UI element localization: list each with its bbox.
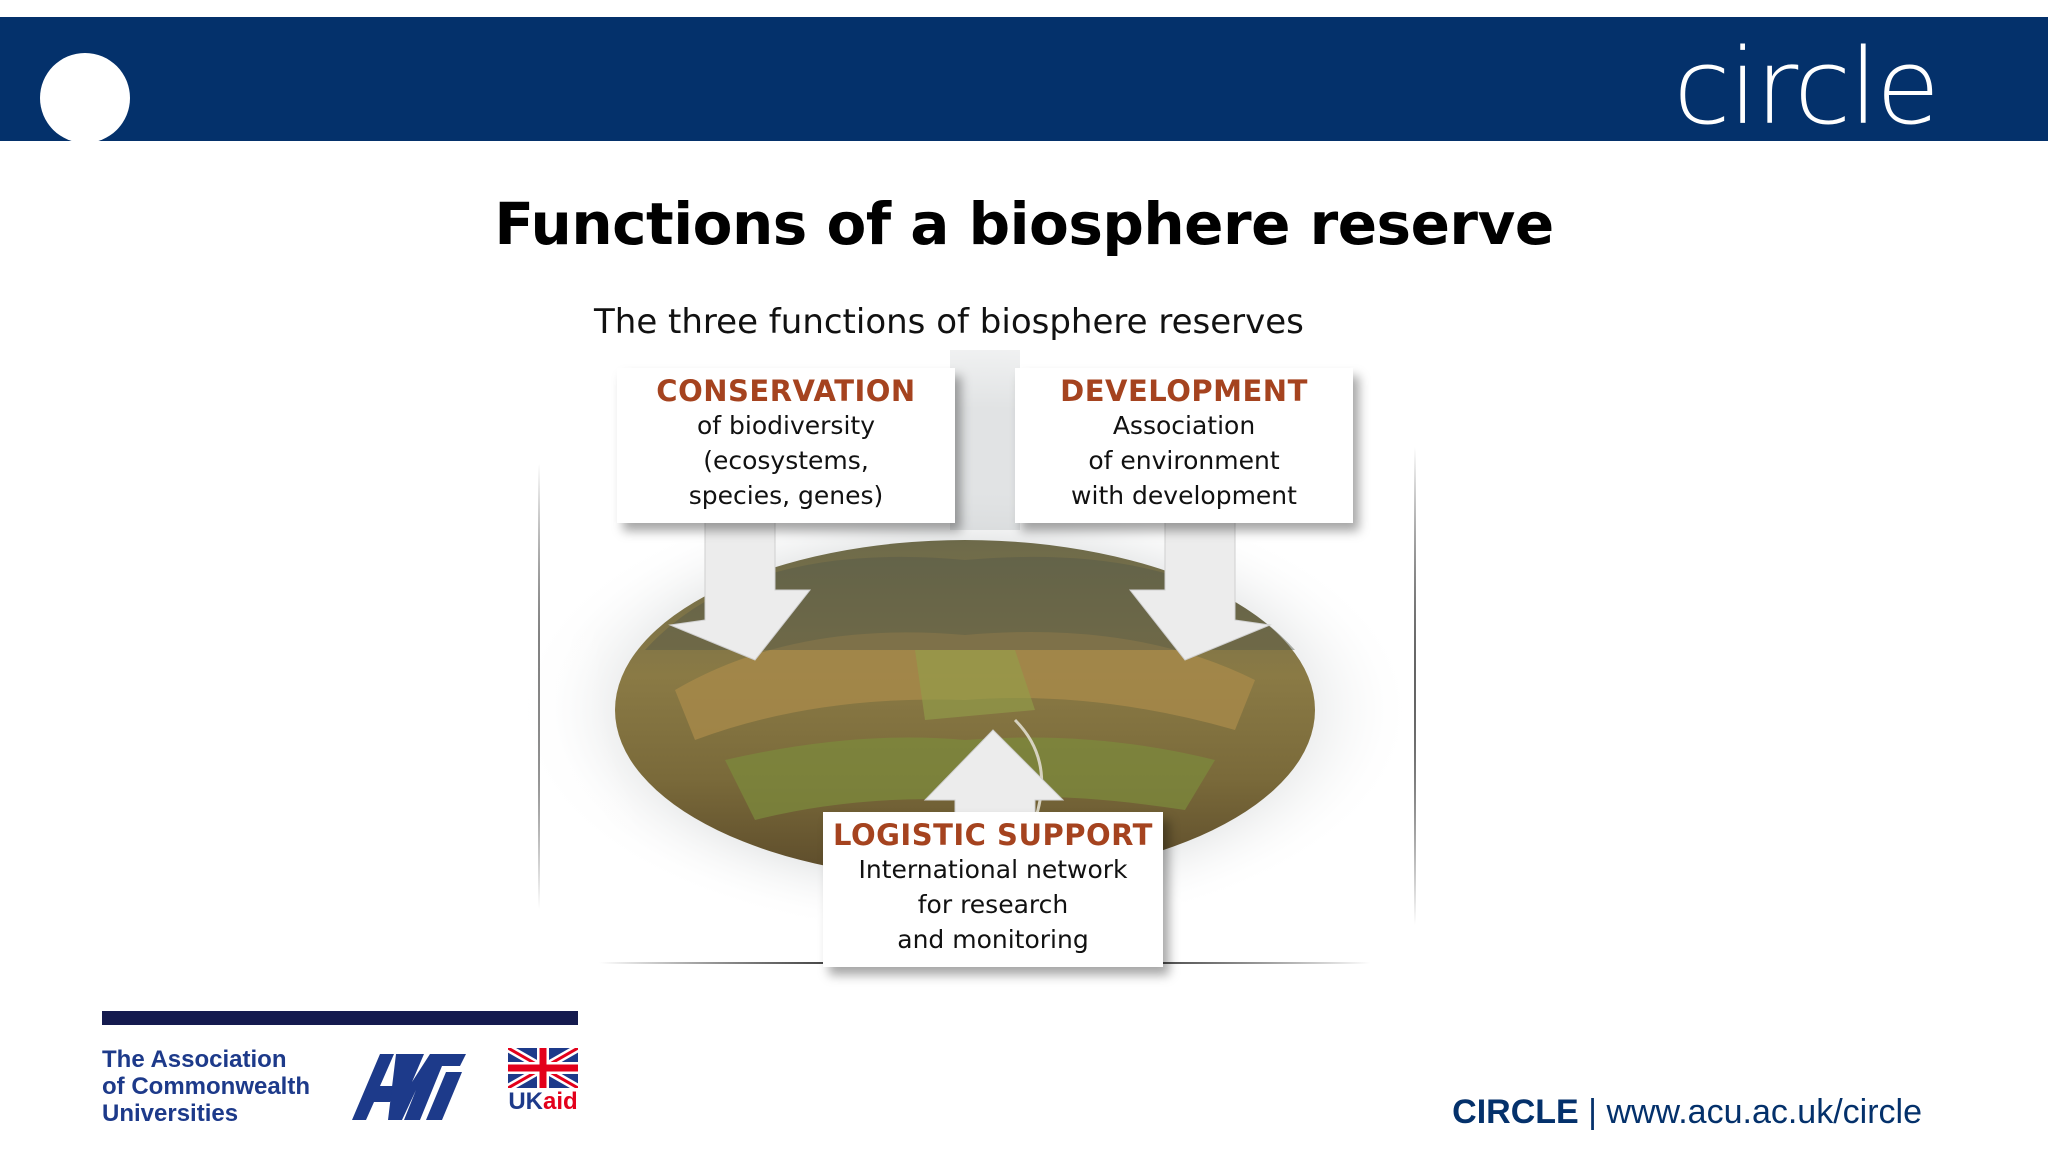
acu-logo-icon bbox=[352, 1054, 466, 1120]
ukaid-label: UKaid bbox=[508, 1090, 578, 1114]
development-title: DEVELOPMENT bbox=[1060, 374, 1308, 408]
footer-brand: CIRCLE bbox=[1452, 1093, 1579, 1131]
diagram-heading: The three functions of biosphere reserve… bbox=[590, 302, 1308, 342]
footer-url: CIRCLE | www.acu.ac.uk/circle bbox=[1452, 1093, 1922, 1132]
development-line: with development bbox=[1071, 481, 1297, 510]
header-circle-icon bbox=[40, 53, 130, 143]
conservation-box: CONSERVATION of biodiversity (ecosystems… bbox=[617, 368, 955, 523]
logistic-support-line: for research bbox=[917, 890, 1069, 919]
union-flag-icon bbox=[506, 1044, 580, 1092]
circle-logo: circle bbox=[1673, 26, 1940, 148]
biosphere-diagram: The three functions of biosphere reserve… bbox=[495, 290, 1475, 1010]
conservation-line: (ecosystems, bbox=[703, 446, 869, 475]
acu-name: The Association of Commonwealth Universi… bbox=[102, 1046, 310, 1127]
logistic-support-box: LOGISTIC SUPPORT International network f… bbox=[823, 812, 1163, 967]
conservation-line: species, genes) bbox=[688, 481, 884, 510]
footer-separator: | bbox=[1578, 1093, 1607, 1131]
acu-name-line: The Association bbox=[102, 1046, 287, 1073]
footer-link[interactable]: www.acu.ac.uk/circle bbox=[1606, 1093, 1922, 1131]
logistic-support-line: and monitoring bbox=[897, 925, 1089, 954]
slide-title: Functions of a biosphere reserve bbox=[494, 190, 1554, 258]
logistic-support-line: International network bbox=[858, 855, 1128, 884]
development-line: Association bbox=[1112, 411, 1256, 440]
acu-name-line: Universities bbox=[102, 1100, 239, 1127]
ukaid-logo: UKaid bbox=[506, 1044, 580, 1124]
acu-name-line: of Commonwealth bbox=[102, 1073, 310, 1100]
ukaid-uk: UK bbox=[508, 1088, 543, 1115]
ukaid-aid: aid bbox=[542, 1088, 578, 1115]
top-strip bbox=[0, 0, 2048, 17]
header-bar: circle bbox=[0, 17, 2048, 148]
development-line: of environment bbox=[1088, 446, 1280, 475]
logistic-support-title: LOGISTIC SUPPORT bbox=[833, 818, 1153, 852]
development-box: DEVELOPMENT Association of environment w… bbox=[1015, 368, 1353, 523]
footer-rule bbox=[102, 1011, 578, 1025]
conservation-title: CONSERVATION bbox=[656, 374, 916, 408]
conservation-line: of biodiversity bbox=[697, 411, 875, 440]
